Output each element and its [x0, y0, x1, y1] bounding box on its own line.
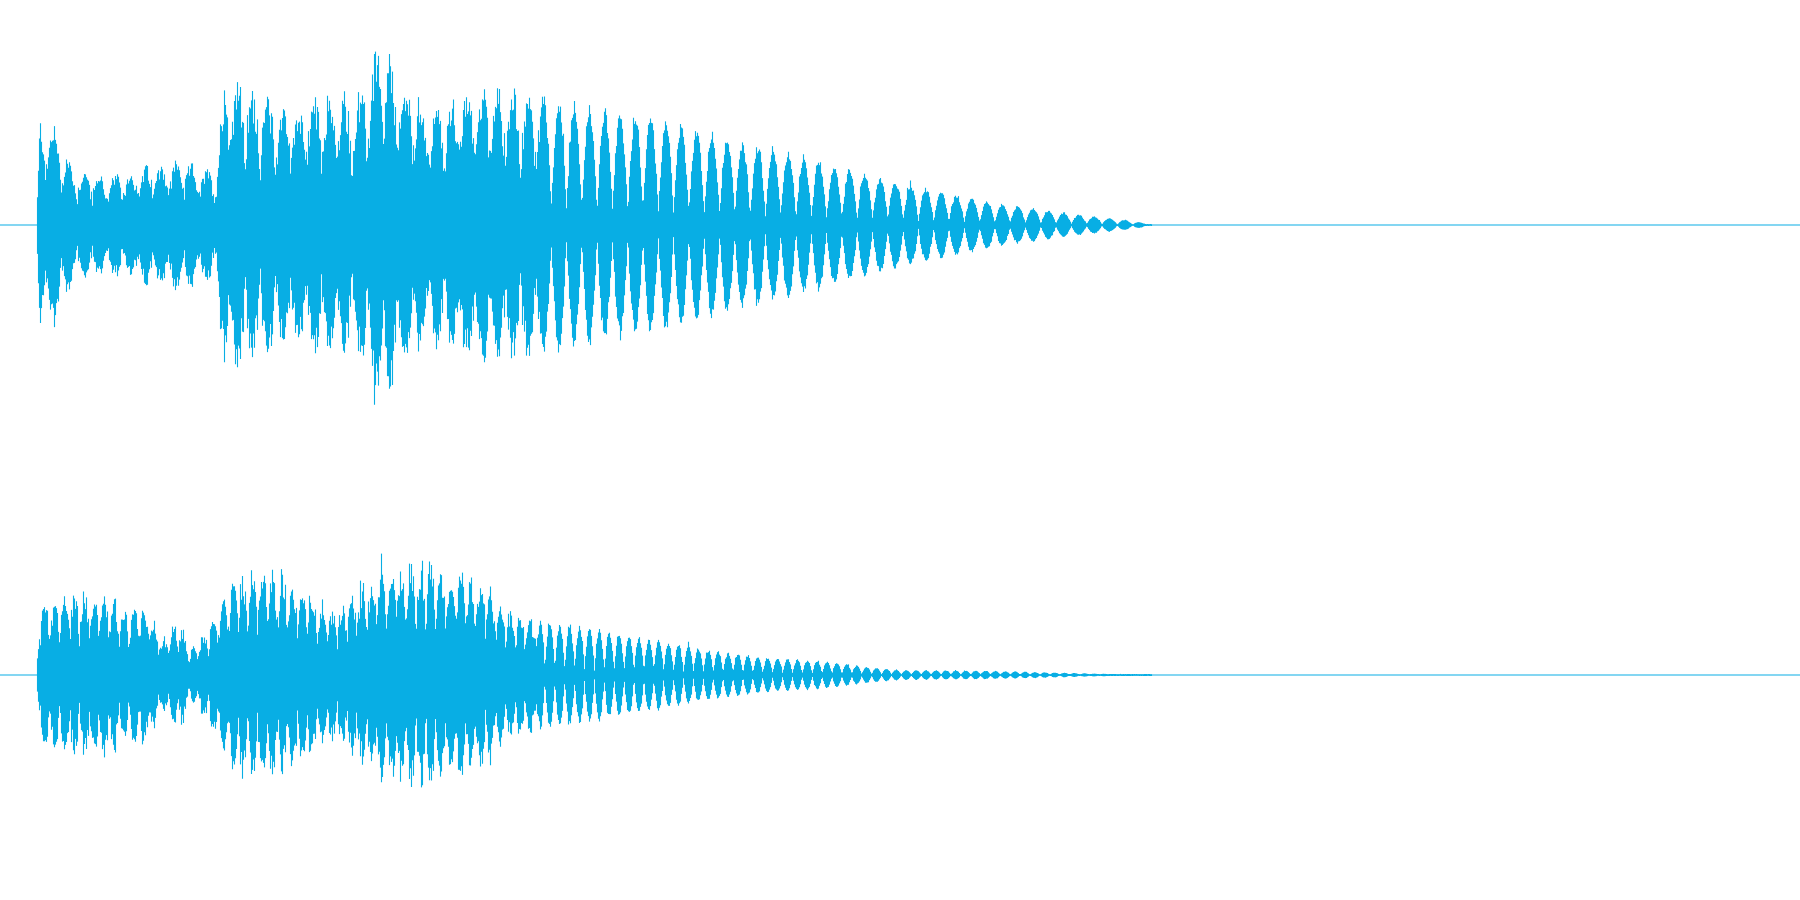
channel-1-track [0, 51, 1800, 405]
channel-1-waveform [36, 51, 1153, 405]
channel-2-track [0, 553, 1800, 788]
channel-2-waveform [36, 553, 1153, 788]
